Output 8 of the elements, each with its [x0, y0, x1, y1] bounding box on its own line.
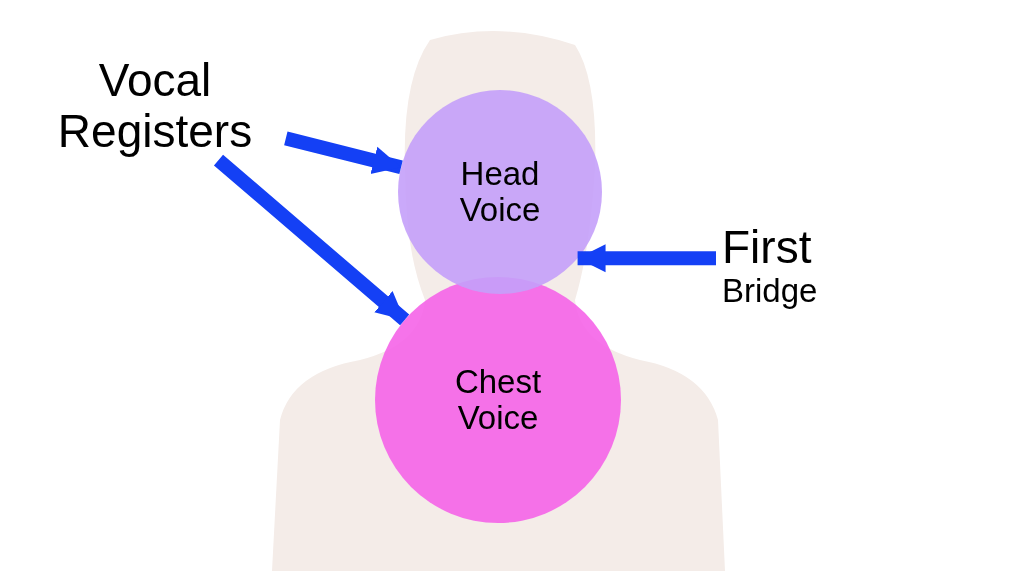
callout-heading: First [722, 222, 813, 273]
arrow [213, 154, 410, 326]
callout-subheading: Bridge [722, 272, 819, 309]
register-label: Head Voice [458, 155, 542, 229]
arrow [284, 131, 403, 174]
register-label: Chest Voice [453, 363, 543, 437]
arrow [577, 244, 716, 273]
callout-heading: Vocal Registers [56, 55, 254, 157]
